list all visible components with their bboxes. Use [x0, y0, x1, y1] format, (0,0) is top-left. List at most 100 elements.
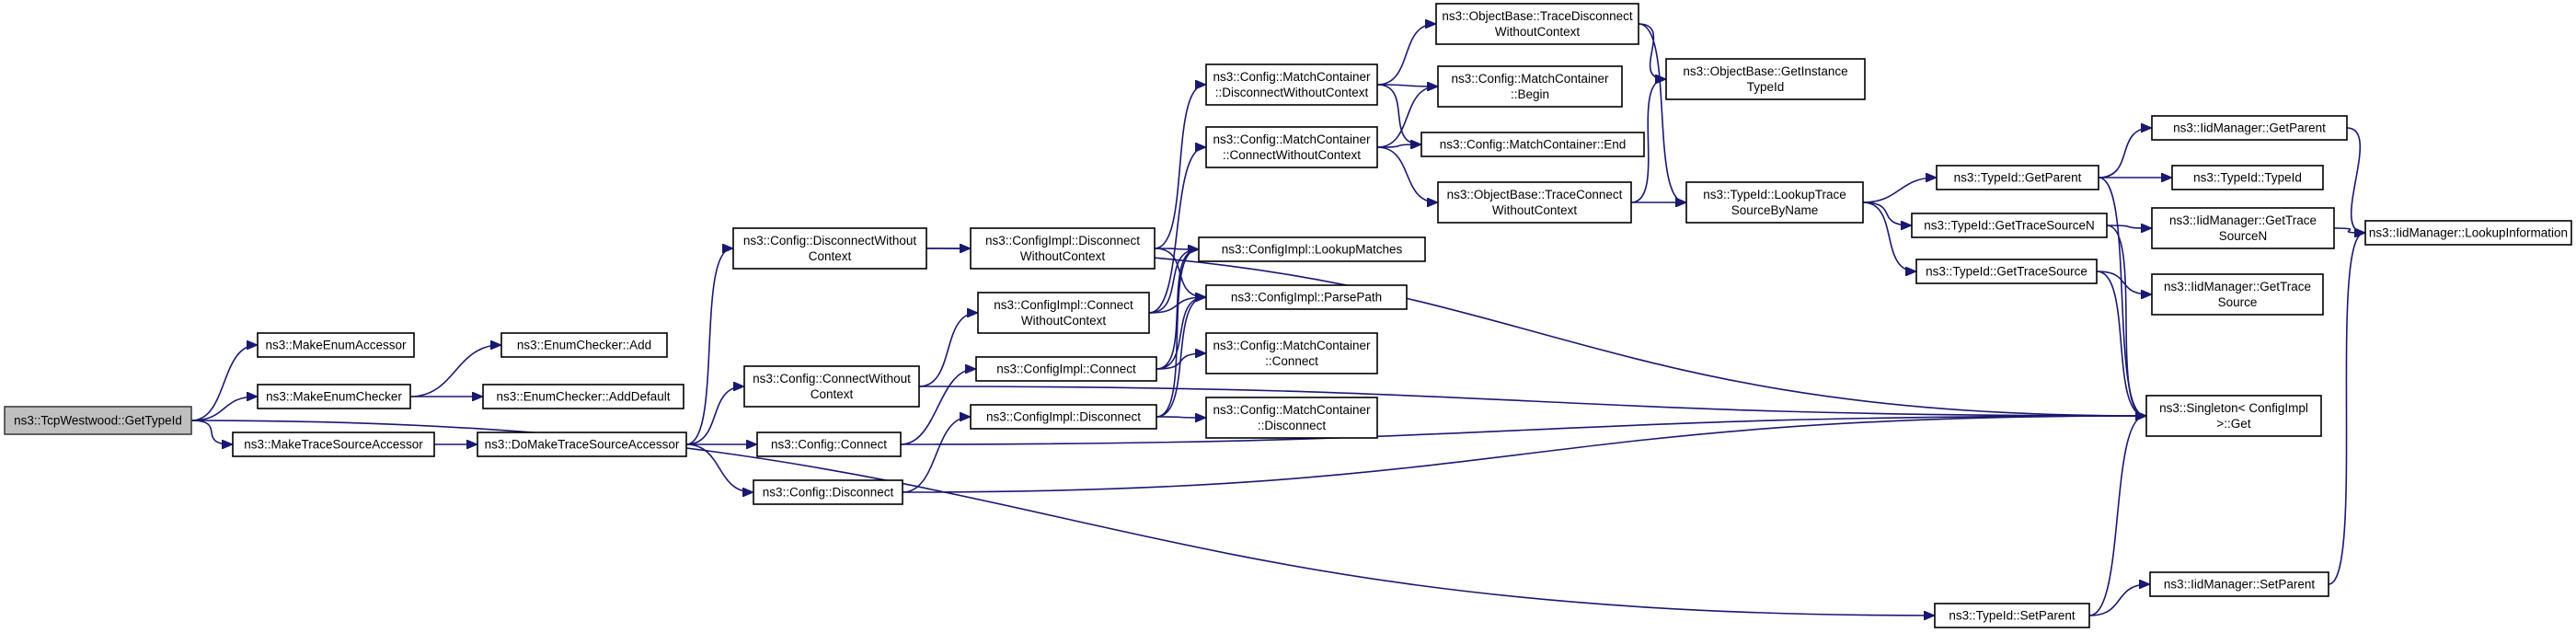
edge-ob-trace-disconnect-without-context-to-type-id-lookup-trace-source-by-name: [1638, 23, 1685, 202]
node-box: [257, 332, 415, 358]
node-box: [1420, 132, 1645, 157]
node-make-trace-source-accessor[interactable]: ns3::MakeTraceSourceAccessor: [232, 432, 435, 457]
node-impl-disconnect[interactable]: ns3::ConfigImpl::Disconnect: [970, 404, 1157, 430]
node-label: ns3::ConfigImpl::Connect: [996, 363, 1136, 376]
node-mc-connect[interactable]: ns3::Config::MatchContainer::Connect: [1205, 332, 1378, 374]
node-label: ns3::DoMakeTraceSourceAccessor: [485, 438, 680, 452]
node-label: >::Get: [2216, 417, 2250, 431]
node-label: ns3::IidManager::LookupInformation: [2369, 226, 2568, 240]
node-box: [977, 292, 1150, 334]
node-label: ::ConnectWithoutContext: [1223, 148, 1361, 162]
edge-root-to-type-id-set-parent: [190, 420, 1934, 616]
node-make-enum-accessor[interactable]: ns3::MakeEnumAccessor: [257, 332, 415, 358]
node-ob-trace-disconnect-without-context[interactable]: ns3::ObjectBase::TraceDisconnectWithoutC…: [1435, 3, 1639, 45]
node-box: [482, 384, 684, 409]
edge-impl-connect-to-impl-lookup-matches: [1156, 249, 1198, 370]
node-label: ns3::Config::MatchContainer: [1451, 72, 1609, 86]
node-box: [1435, 3, 1639, 45]
node-mc-connect-without-context[interactable]: ns3::Config::MatchContainer::ConnectWith…: [1205, 126, 1378, 168]
node-label: Context: [809, 249, 852, 263]
edge-root-to-make-trace-source-accessor: [190, 420, 232, 444]
node-label: ns3::Config::MatchContainer: [1213, 339, 1371, 352]
node-label: ns3::TcpWestwood::GetTypeId: [14, 414, 182, 428]
node-type-id-get-parent[interactable]: ns3::TypeId::GetParent: [1936, 165, 2099, 190]
node-label: WithoutContext: [1020, 249, 1106, 263]
node-label: WithoutContext: [1495, 25, 1581, 39]
node-label: ns3::TypeId::LookupTrace: [1703, 188, 1846, 201]
node-box: [2149, 571, 2329, 597]
node-box: [500, 332, 668, 358]
edge-mc-connect-without-context-to-mc-end: [1376, 144, 1420, 147]
node-type-id-get-trace-source-n[interactable]: ns3::TypeId::GetTraceSourceN: [1911, 213, 2108, 238]
node-type-id-set-parent[interactable]: ns3::TypeId::SetParent: [1934, 603, 2090, 628]
node-iid-get-trace-source-n[interactable]: ns3::IidManager::GetTraceSourceN: [2151, 207, 2335, 249]
node-type-id-type-id[interactable]: ns3::TypeId::TypeId: [2171, 165, 2324, 190]
node-box: [1915, 259, 2098, 284]
node-config-connect-without-context[interactable]: ns3::Config::ConnectWithoutContext: [743, 365, 920, 408]
node-impl-connect[interactable]: ns3::ConfigImpl::Connect: [975, 356, 1157, 382]
node-mc-disconnect[interactable]: ns3::Config::MatchContainer::Disconnect: [1205, 397, 1378, 439]
node-label: ns3::IidManager::GetTrace: [2169, 213, 2317, 227]
node-box: [257, 384, 411, 409]
node-box: [2151, 273, 2324, 316]
edge-config-disconnect-to-singleton-get: [902, 416, 2145, 493]
node-mc-end[interactable]: ns3::Config::MatchContainer::End: [1420, 132, 1645, 157]
node-box: [1205, 284, 1408, 310]
node-root[interactable]: ns3::TcpWestwood::GetTypeId: [4, 406, 192, 435]
node-box: [1934, 603, 2090, 628]
node-singleton-get[interactable]: ns3::Singleton< ConfigImpl >::Get: [2145, 395, 2322, 437]
edge-impl-disconnect-to-impl-lookup-matches: [1156, 249, 1198, 418]
node-label: ns3::MakeEnumChecker: [266, 390, 402, 404]
edges-layer: [190, 23, 2364, 616]
node-label: ns3::ObjectBase::TraceConnect: [1447, 188, 1623, 201]
node-label: SourceByName: [1731, 203, 1819, 217]
edge-type-id-get-trace-source-to-iid-get-trace-source: [2096, 270, 2151, 294]
edge-mc-disconnect-without-context-to-ob-trace-disconnect-without-context: [1376, 24, 1435, 86]
node-label: ns3::TypeId::TypeId: [2193, 171, 2302, 185]
edge-type-id-set-parent-to-singleton-get: [2088, 416, 2145, 616]
edge-type-id-get-trace-source-n-to-iid-get-trace-source-n: [2106, 225, 2151, 228]
node-impl-disconnect-without-context[interactable]: ns3::ConfigImpl::DisconnectWithoutContex…: [970, 227, 1156, 270]
node-impl-connect-without-context[interactable]: ns3::ConfigImpl::ConnectWithoutContext: [977, 292, 1150, 334]
node-box: [2364, 220, 2572, 246]
node-label: ns3::IidManager::SetParent: [2164, 578, 2316, 592]
node-mc-begin[interactable]: ns3::Config::MatchContainer::Begin: [1437, 65, 1623, 108]
edge-config-connect-to-singleton-get: [900, 416, 2145, 445]
node-label: ns3::MakeTraceSourceAccessor: [244, 438, 423, 452]
node-config-disconnect[interactable]: ns3::Config::Disconnect: [753, 479, 903, 505]
edge-config-connect-without-context-to-impl-connect-without-context: [918, 313, 977, 387]
node-enum-checker-add[interactable]: ns3::EnumChecker::Add: [500, 332, 668, 358]
node-config-disconnect-without-context[interactable]: ns3::Config::DisconnectWithoutContext: [732, 227, 927, 270]
node-enum-checker-add-default[interactable]: ns3::EnumChecker::AddDefault: [482, 384, 684, 409]
node-type-id-get-trace-source[interactable]: ns3::TypeId::GetTraceSource: [1915, 259, 2098, 284]
node-label: ::Disconnect: [1258, 419, 1327, 432]
node-do-make-trace-source-accessor[interactable]: ns3::DoMakeTraceSourceAccessor: [477, 432, 687, 457]
node-iid-set-parent[interactable]: ns3::IidManager::SetParent: [2149, 571, 2329, 597]
edge-type-id-lookup-trace-source-by-name-to-type-id-get-trace-source-n: [1862, 201, 1911, 225]
node-impl-lookup-matches[interactable]: ns3::ConfigImpl::LookupMatches: [1198, 236, 1426, 262]
edge-make-enum-checker-to-enum-checker-add: [409, 345, 500, 397]
node-label: ns3::TypeId::GetParent: [1954, 171, 2082, 185]
node-impl-parse-path[interactable]: ns3::ConfigImpl::ParsePath: [1205, 284, 1408, 310]
node-mc-disconnect-without-context[interactable]: ns3::Config::MatchContainer::DisconnectW…: [1205, 63, 1378, 106]
edge-root-to-make-enum-accessor: [190, 345, 257, 421]
node-box: [1685, 181, 1864, 224]
node-iid-get-parent[interactable]: ns3::IidManager::GetParent: [2151, 115, 2348, 141]
edge-root-to-make-enum-checker: [190, 397, 257, 421]
node-box: [1665, 58, 1866, 100]
node-iid-lookup-information[interactable]: ns3::IidManager::LookupInformation: [2364, 220, 2572, 246]
node-label: ns3::Config::MatchContainer: [1213, 70, 1371, 84]
edge-impl-disconnect-to-impl-parse-path: [1156, 297, 1205, 418]
node-label: ns3::TypeId::GetTraceSourceN: [1924, 219, 2095, 233]
node-make-enum-checker[interactable]: ns3::MakeEnumChecker: [257, 384, 411, 409]
node-iid-get-trace-source[interactable]: ns3::IidManager::GetTraceSource: [2151, 273, 2324, 316]
node-ob-trace-connect-without-context[interactable]: ns3::ObjectBase::TraceConnectWithoutCont…: [1437, 181, 1632, 224]
node-label: ns3::Config::MatchContainer: [1213, 403, 1371, 417]
node-label: ::DisconnectWithoutContext: [1215, 86, 1369, 99]
node-label: ns3::Config::DisconnectWithout: [743, 234, 917, 247]
node-box: [970, 404, 1157, 430]
edge-do-make-trace-source-accessor-to-config-disconnect-without-context: [685, 248, 732, 445]
node-config-connect[interactable]: ns3::Config::Connect: [756, 432, 902, 457]
